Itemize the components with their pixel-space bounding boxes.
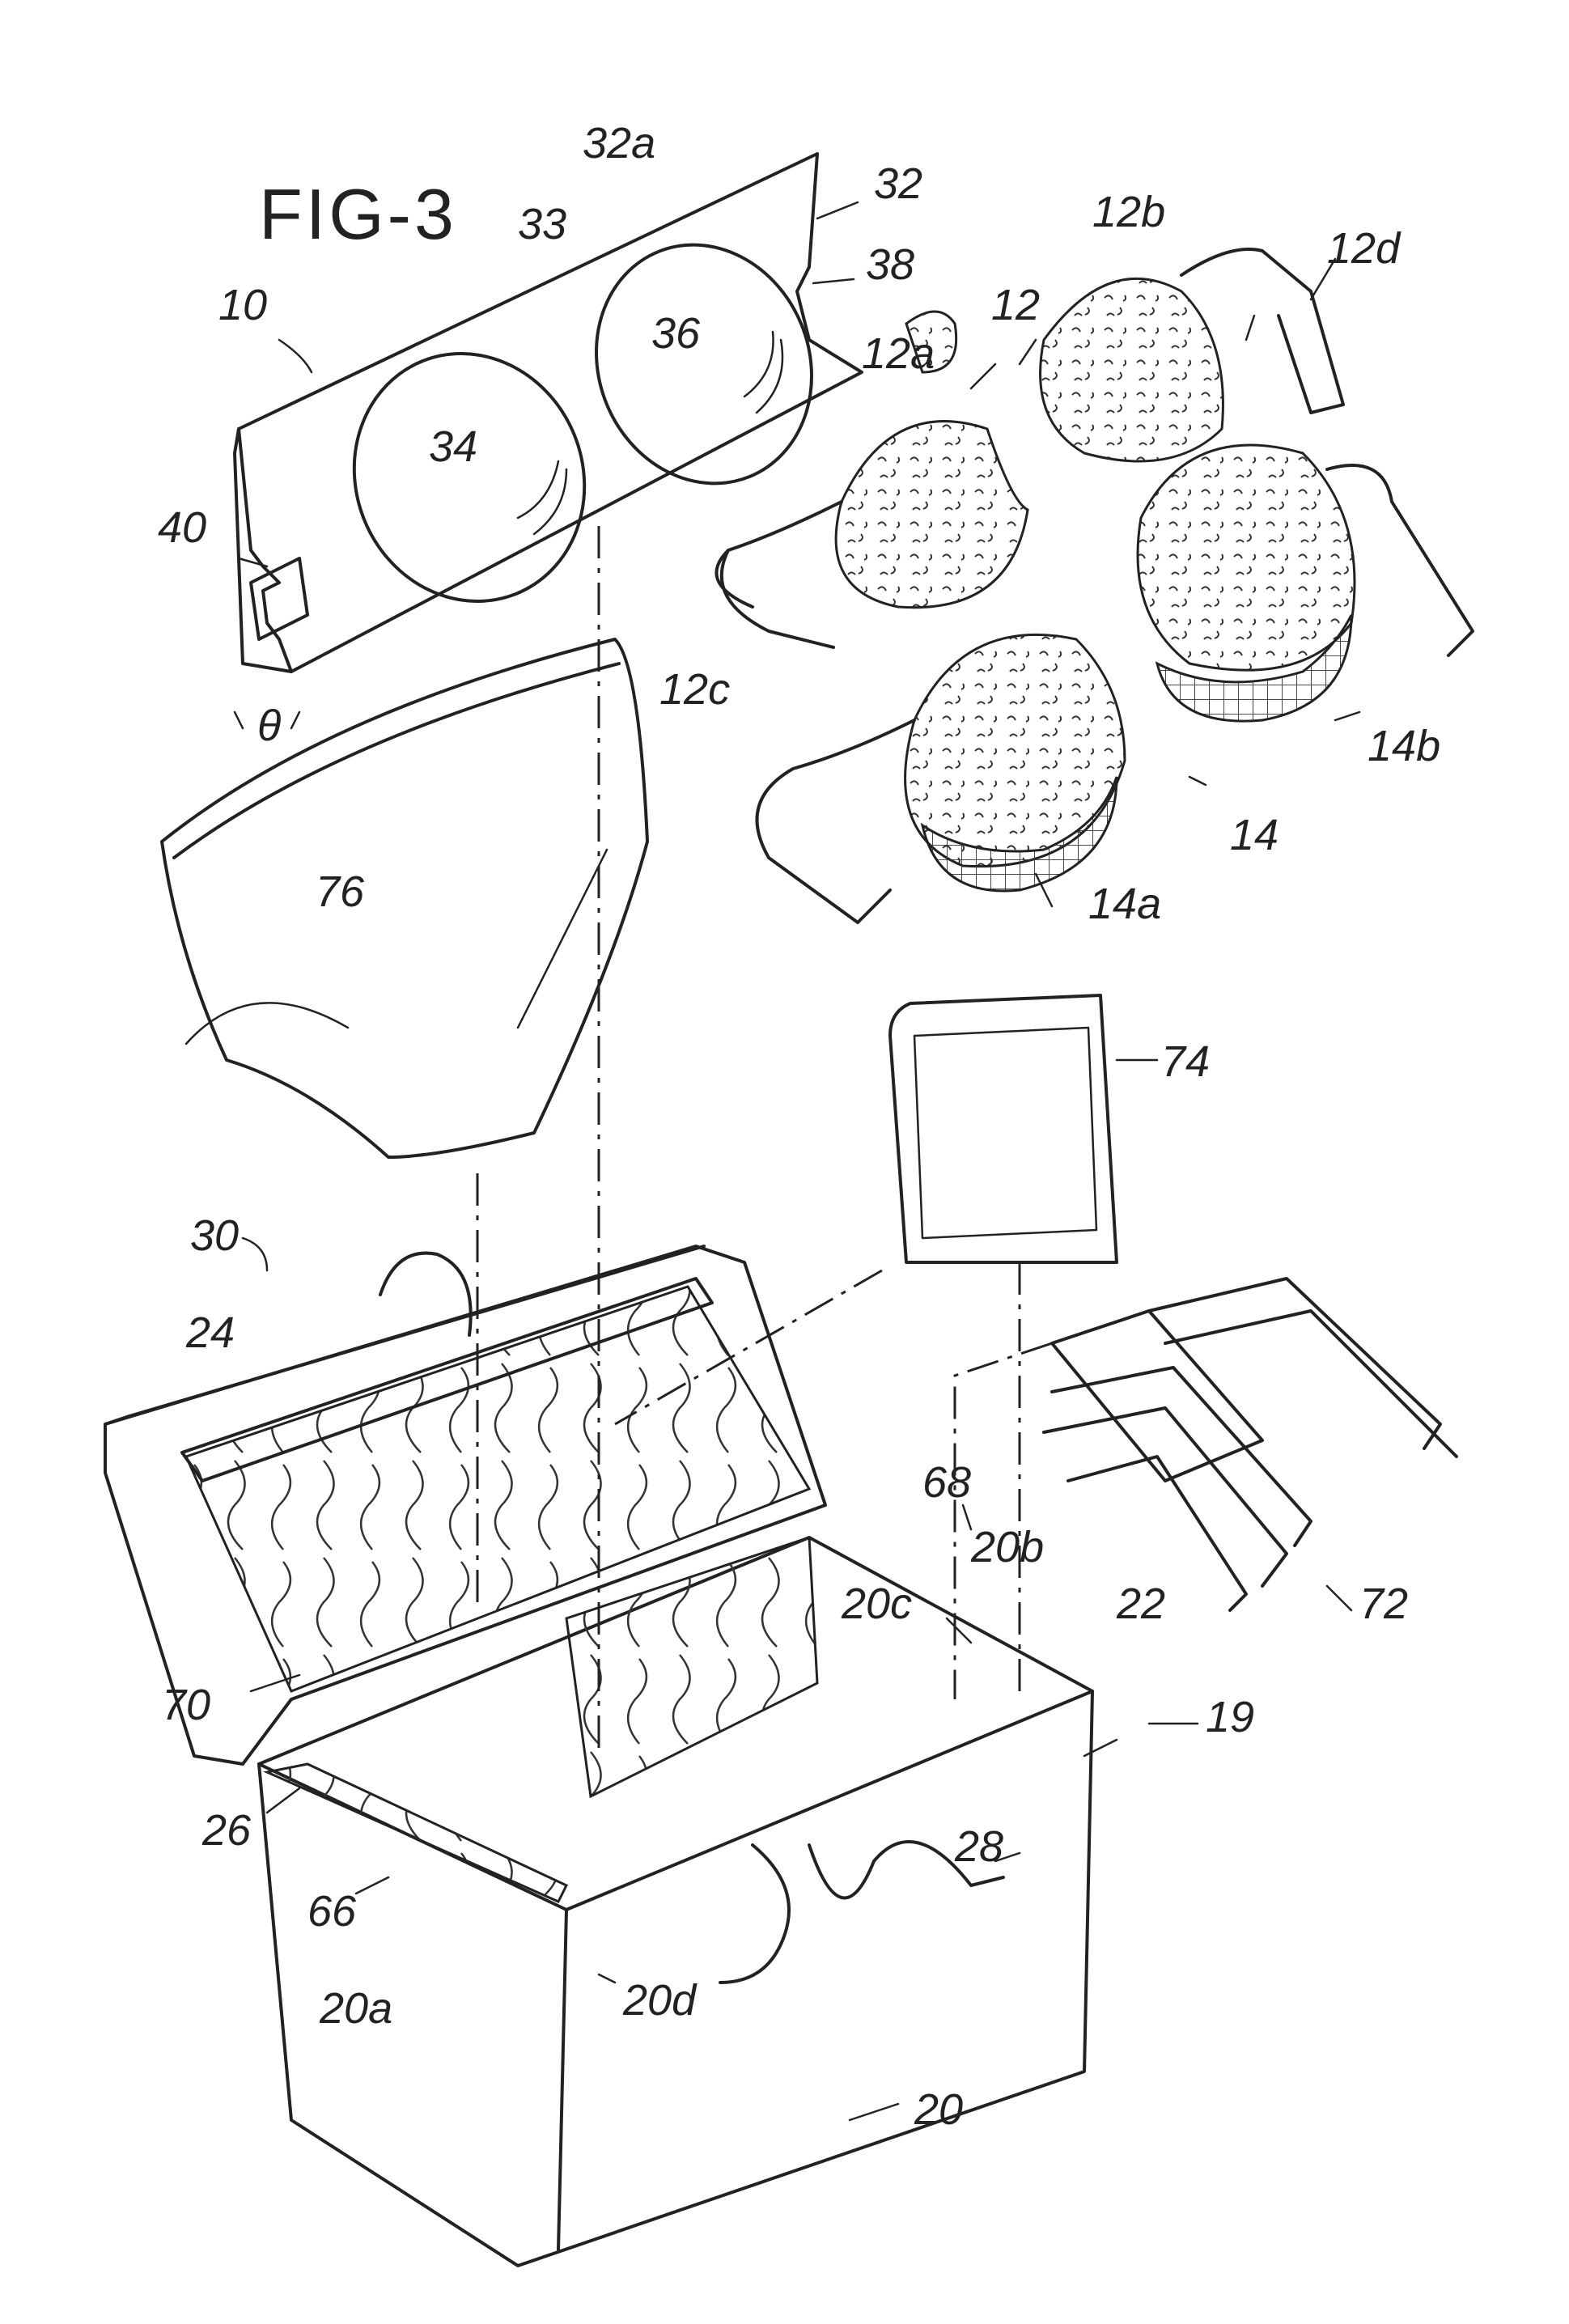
label-20c: 20c <box>841 1580 912 1628</box>
label-74: 74 <box>1161 1037 1210 1086</box>
label-12c: 12c <box>659 665 730 714</box>
label-66: 66 <box>307 1887 357 1936</box>
label-32: 32 <box>874 159 922 208</box>
label-14: 14 <box>1230 811 1279 859</box>
label-24: 24 <box>185 1308 235 1357</box>
label-theta: θ <box>257 702 281 750</box>
cup-36 <box>561 212 846 516</box>
label-76: 76 <box>316 867 365 916</box>
label-22: 22 <box>1116 1580 1165 1628</box>
label-68: 68 <box>922 1458 971 1507</box>
label-20b: 20b <box>970 1523 1044 1571</box>
label-34: 34 <box>429 422 477 471</box>
label-26: 26 <box>201 1806 252 1855</box>
figure-title: FIG-3 <box>259 174 457 254</box>
cup-34 <box>317 319 621 636</box>
label-72: 72 <box>1359 1580 1408 1628</box>
label-14b: 14b <box>1368 722 1440 770</box>
label-70: 70 <box>162 1681 210 1729</box>
label-12b: 12b <box>1092 188 1165 236</box>
handle-30 <box>380 1253 471 1335</box>
label-20: 20 <box>914 2085 963 2134</box>
label-20d: 20d <box>622 1976 698 2025</box>
straps-72 <box>1044 1279 1457 1610</box>
label-19: 19 <box>1206 1693 1254 1741</box>
label-12a: 12a <box>862 329 935 378</box>
label-28: 28 <box>954 1822 1003 1871</box>
label-33: 33 <box>518 200 566 248</box>
label-12d: 12d <box>1327 224 1401 273</box>
label-12: 12 <box>991 281 1040 329</box>
label-14a: 14a <box>1088 880 1161 928</box>
label-20a: 20a <box>319 1984 392 2033</box>
label-10: 10 <box>218 281 267 329</box>
label-38: 38 <box>866 240 914 289</box>
pad-74 <box>890 995 1117 1262</box>
label-32a: 32a <box>583 119 655 168</box>
label-40: 40 <box>158 503 206 552</box>
label-30: 30 <box>190 1211 239 1260</box>
panty-76 <box>162 639 647 1157</box>
label-36: 36 <box>651 309 701 358</box>
